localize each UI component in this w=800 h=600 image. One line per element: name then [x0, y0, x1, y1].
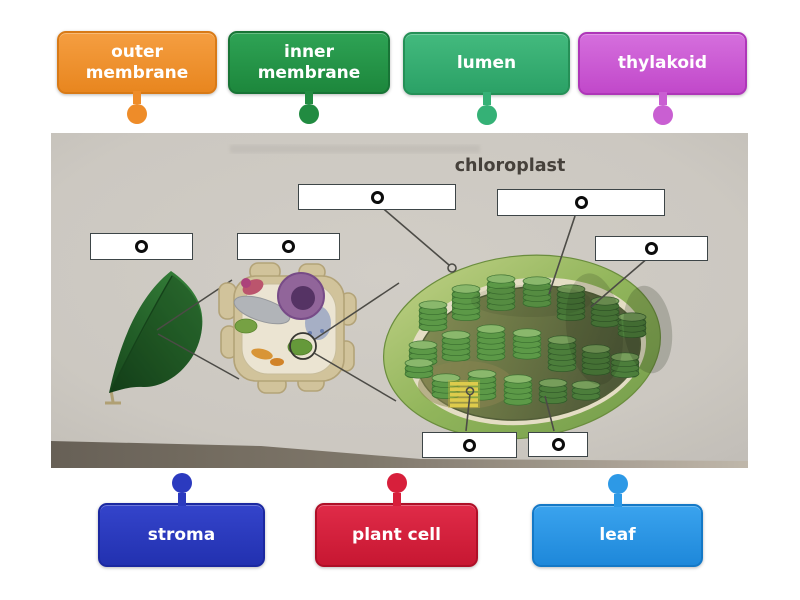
drop-zone-2[interactable]: [237, 233, 340, 260]
target-ring: [370, 190, 384, 204]
drop-zone-7[interactable]: [528, 432, 588, 457]
draggable-label-plant-cell[interactable]: plant cell: [315, 472, 478, 567]
draggable-label-lumen[interactable]: lumen: [403, 32, 570, 126]
paper-smudge: [230, 145, 480, 153]
leader-lines: [378, 204, 650, 432]
target-ring: [282, 240, 295, 253]
photo-bottom-edge: [51, 441, 748, 468]
cell-chloroplast: [234, 318, 258, 334]
target-ring: [574, 196, 588, 209]
label-pin: [652, 92, 673, 126]
label-pin: [386, 472, 407, 506]
magnifier-circle: [289, 332, 317, 360]
drop-zone-1[interactable]: [90, 233, 193, 260]
label-text: stroma: [147, 524, 216, 545]
grana-stacks: [404, 274, 647, 406]
label-pin: [127, 91, 147, 125]
leader-line: [590, 256, 650, 308]
label-text: lumen: [456, 53, 517, 74]
vacuole: [233, 295, 291, 325]
label-pin: [299, 91, 319, 125]
label-text: leaf: [599, 525, 636, 546]
drop-zone-3[interactable]: [298, 184, 456, 210]
drop-zone-4[interactable]: [497, 189, 665, 216]
leaf-illustration: [105, 271, 203, 405]
draggable-label-thylakoid[interactable]: thylakoid: [578, 32, 747, 126]
label-pin: [476, 92, 497, 126]
draggable-label-leaf[interactable]: leaf: [532, 473, 703, 567]
leader-line: [465, 393, 471, 432]
label-pin: [171, 472, 192, 506]
target-ring: [551, 438, 565, 451]
leader-line: [548, 215, 576, 295]
draggable-label-inner-membrane[interactable]: inner membrane: [228, 31, 390, 125]
draggable-label-outer-membrane[interactable]: outer membrane: [57, 31, 217, 125]
label-text: inner membrane: [257, 42, 361, 83]
label-text: plant cell: [352, 524, 441, 545]
interior-shadows: [471, 273, 673, 385]
drop-zone-5[interactable]: [595, 236, 708, 261]
diagram-caption: chloroplast: [455, 156, 566, 176]
leader-line: [378, 204, 450, 266]
leader-endpoint-ring: [465, 386, 475, 396]
draggable-label-stroma[interactable]: stroma: [98, 472, 265, 567]
target-ring: [645, 242, 658, 255]
cell-chloroplast: [287, 338, 313, 356]
target-ring: [135, 240, 148, 253]
zoom-lines-cell-to-chloroplast: [313, 282, 400, 402]
target-ring: [463, 438, 476, 452]
label-text: outer membrane: [85, 42, 189, 83]
leader-line: [544, 395, 555, 432]
leaf-midrib: [110, 275, 173, 391]
drop-zone-6[interactable]: [422, 432, 517, 458]
highlighted-thylakoid-stack: [448, 380, 480, 408]
label-pin: [607, 473, 628, 507]
chloroplast-illustration: [382, 254, 673, 440]
leader-endpoint-ring: [447, 263, 457, 273]
label-text: thylakoid: [617, 53, 708, 74]
